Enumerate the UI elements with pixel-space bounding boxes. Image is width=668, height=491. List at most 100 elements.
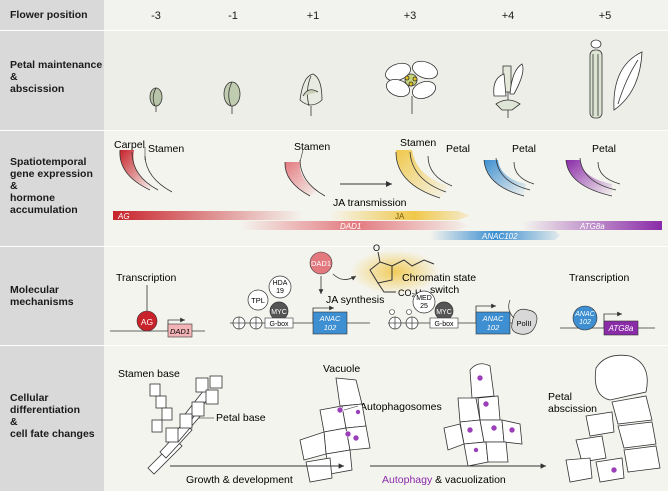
myc-label: MYC [436, 309, 452, 316]
anac102-gene-label: ANAC [482, 314, 504, 323]
header-label-cell: Flower position [0, 0, 104, 30]
polii-label: PolII [516, 319, 531, 328]
carpel-label: Carpel [114, 139, 145, 151]
dad1-gene-label: DAD1 [170, 327, 190, 336]
med25-label: MED [416, 295, 432, 302]
anac102-protein [572, 305, 598, 331]
tissue-fan-carpel [119, 147, 173, 193]
transcription-label: Transcription [116, 272, 176, 284]
vacuole-label: Vacuole [323, 363, 360, 375]
tissue-fan-plus3 [395, 150, 453, 199]
hda19-label: HDA [273, 280, 288, 287]
header-band [104, 0, 668, 30]
ja-glow [351, 250, 439, 294]
stamen-base-label: Stamen base [118, 368, 180, 380]
dad1-expression-bar [240, 221, 470, 230]
tissue-fan-plus5 [565, 157, 621, 197]
autophagosome-dots [466, 374, 516, 453]
ag-protein-label: AG [141, 317, 153, 327]
atg8a-gene-label: ATG8a [608, 324, 634, 333]
transcription-label: Transcription [569, 272, 629, 284]
anac102-gene-number: 102 [324, 323, 337, 332]
tpl-protein [247, 289, 269, 311]
dad1-gene-box [167, 323, 193, 338]
position-label: +5 [598, 10, 612, 22]
petal-label: Petal [592, 143, 616, 155]
anac102-bar-label: ANAC102 [481, 232, 518, 241]
anac102-gene-box [475, 311, 511, 335]
cell-cluster-late [443, 363, 523, 467]
anac102-expression-bar [430, 231, 560, 240]
anac102-gene-box [312, 311, 348, 335]
atg8a-bar-label: ATG8a [579, 222, 605, 231]
hda19-number: 19 [276, 288, 284, 295]
flower-bud-plus1 [299, 73, 323, 116]
gbox-element [429, 317, 459, 329]
row-label-petal: Petal maintenance & abscission [0, 31, 104, 130]
position-label: +4 [501, 10, 515, 22]
tpl-label: TPL [251, 296, 265, 305]
flower-bud-minus3 [149, 87, 163, 112]
autophagosome-dot [610, 466, 618, 474]
cell-cluster-early [147, 375, 223, 475]
gbox-label: G-box [434, 321, 454, 328]
anac102-gene-label: ANAC [319, 314, 341, 323]
petal-abscission-label: Petal [548, 391, 572, 403]
stamen-label: Stamen [400, 137, 436, 149]
dad1-protein [309, 251, 333, 275]
med25-protein [412, 290, 436, 314]
autophagosomes-label: Autophagosomes [360, 401, 442, 413]
position-label: -1 [228, 10, 238, 22]
row-label-gene: Spatiotemporal gene expression & hormone… [0, 131, 104, 246]
petal-base-label: Petal base [216, 412, 266, 424]
cellular-row-title: Cellular differentiation & cell fate cha… [10, 392, 95, 440]
tissue-fan-plus4 [483, 157, 535, 197]
flower-position-label: Flower position [10, 9, 88, 21]
med25-number: 25 [420, 303, 428, 310]
autophagy-word: Autophagy [382, 474, 433, 486]
row-label-molecular: Molecular mechanisms [0, 247, 104, 345]
petal-row-title: Petal maintenance & abscission [10, 59, 103, 95]
flower-plus5 [589, 39, 643, 119]
ja-transmission-label: JA transmission [333, 197, 407, 209]
polii-complex [508, 299, 538, 335]
chromatin-switch-label: Chromatin state [402, 272, 476, 284]
autophagosome-dots [336, 406, 361, 442]
flower-open-plus3 [385, 60, 438, 114]
atg8a-gene-box [603, 320, 639, 336]
ja-accumulation-bar [330, 211, 470, 220]
stamen-label: Stamen [148, 143, 184, 155]
position-label: +1 [306, 10, 320, 22]
petal-label: Petal [512, 143, 536, 155]
petal-band [104, 31, 668, 130]
vacuolization-words: & vacuolization [432, 474, 506, 486]
anac102-gene-number: 102 [487, 323, 500, 332]
flower-bud-minus1 [223, 81, 241, 114]
flower-plus4 [493, 63, 524, 118]
anac102-protein-label: ANAC [574, 311, 595, 318]
row-label-cellular: Cellular differentiation & cell fate cha… [0, 346, 104, 491]
oxygen-label: O [373, 243, 380, 253]
dad1-protein-label: DAD1 [311, 259, 331, 268]
anac102-protein-number: 102 [579, 319, 591, 326]
growth-label: Growth & development [186, 474, 293, 486]
chromatin-switch-label-2: switch [430, 284, 459, 296]
gbox-label: G-box [269, 321, 289, 328]
ja-bar-label: JA [395, 212, 405, 221]
cell-cluster-abscission [565, 354, 661, 483]
jasmonic-acid-molecule [369, 251, 435, 293]
atg8a-expression-bar [522, 221, 662, 230]
molecular-row-title: Molecular mechanisms [10, 284, 74, 308]
stamen-label: Stamen [294, 141, 330, 153]
gbox-element [264, 317, 294, 329]
dad1-bar-label: DAD1 [340, 222, 361, 231]
autophagy-vacuolization-label: Autophagy & vacuolization [382, 474, 506, 486]
position-label: +3 [403, 10, 417, 22]
hda19-protein [268, 275, 292, 299]
position-label: -3 [151, 10, 161, 22]
tissue-fan-plus1 [284, 149, 326, 197]
ja-synthesis-label: JA synthesis [326, 294, 384, 306]
ag-protein [136, 310, 158, 332]
myc-label: MYC [271, 309, 287, 316]
